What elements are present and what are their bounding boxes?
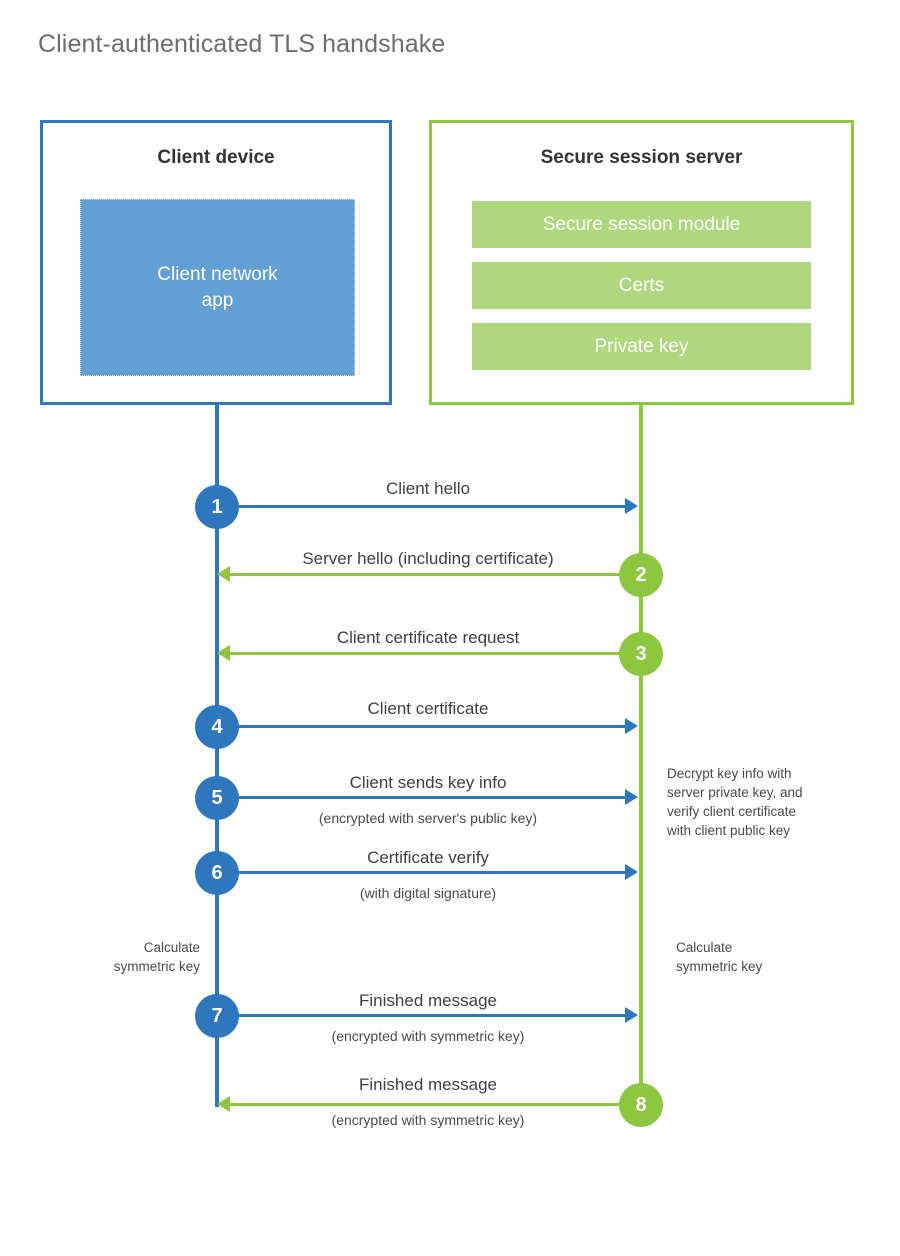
server-decrypt-note-line2: server private key, and: [667, 785, 803, 801]
step-6-arrow-head: [625, 864, 638, 880]
step-5-arrow-head: [625, 789, 638, 805]
step-7-arrow-line: [217, 1014, 625, 1017]
step-7-badge[interactable]: 7: [195, 994, 239, 1038]
client-calc-note-line1: Calculate: [143, 940, 200, 955]
step-8-sublabel: (encrypted with symmetric key): [331, 1112, 525, 1128]
step-2-label: Server hello (including certificate): [302, 549, 554, 568]
client-calc-note-line2: symmetric key: [113, 959, 200, 975]
step-6-label: Certificate verify: [367, 848, 489, 867]
step-3-arrow-head: [217, 645, 230, 661]
server-component-certs: Certs: [472, 262, 811, 309]
step-6-badge[interactable]: 6: [195, 851, 239, 895]
client-device-box: Client device Client network app: [40, 120, 392, 405]
page-title: Client-authenticated TLS handshake: [38, 30, 446, 58]
step-3-arrow-line: [230, 652, 625, 655]
server-decrypt-note-line3: verify client certificate: [667, 804, 797, 820]
step-1-badge[interactable]: 1: [195, 485, 239, 529]
server-decrypt-note-line1: Decrypt key info with: [667, 766, 792, 781]
server-decrypt-note-line4: with client public key: [667, 823, 791, 839]
client-device-title: Client device: [157, 147, 275, 168]
step-8-label: Finished message: [359, 1075, 497, 1094]
step-7-arrow-head: [625, 1007, 638, 1023]
step-1-arrow-head: [625, 498, 638, 514]
step-7-label: Finished message: [359, 991, 497, 1010]
step-6-arrow-line: [217, 871, 625, 874]
step-8-arrow-head: [217, 1096, 230, 1112]
step-8-badge[interactable]: 8: [619, 1083, 663, 1127]
server-lifeline: [639, 405, 643, 1107]
server-calculate-symmetric-key-note: Calculate symmetric key: [676, 938, 836, 976]
secure-session-server-box: Secure session server Secure session mod…: [429, 120, 854, 405]
step-4-badge[interactable]: 4: [195, 705, 239, 749]
step-3-badge[interactable]: 3: [619, 632, 663, 676]
step-4-arrow-head: [625, 718, 638, 734]
step-4-arrow-line: [217, 725, 625, 728]
server-component-secure-session-module: Secure session module: [472, 201, 811, 248]
client-app-label-line1: Client network: [157, 263, 278, 285]
step-2-arrow-line: [230, 573, 625, 576]
client-lifeline: [215, 405, 219, 1107]
server-calc-note-line2: symmetric key: [676, 959, 763, 975]
step-5-badge[interactable]: 5: [195, 776, 239, 820]
server-decrypt-note: Decrypt key info with server private key…: [667, 764, 857, 841]
step-5-sublabel: (encrypted with server's public key): [318, 810, 538, 826]
step-1-arrow-line: [217, 505, 625, 508]
step-3-label: Client certificate request: [336, 628, 520, 647]
step-7-sublabel: (encrypted with symmetric key): [331, 1028, 525, 1044]
step-5-label: Client sends key info: [349, 773, 507, 792]
server-calc-note-line1: Calculate: [676, 940, 733, 955]
step-1-label: Client hello: [385, 479, 471, 498]
server-component-private-key: Private key: [472, 323, 811, 370]
client-app-label-line2: app: [201, 289, 234, 311]
step-2-badge[interactable]: 2: [619, 553, 663, 597]
step-5-arrow-line: [217, 796, 625, 799]
step-6-sublabel: (with digital signature): [359, 885, 497, 901]
client-calculate-symmetric-key-note: Calculate symmetric key: [40, 938, 200, 976]
step-2-arrow-head: [217, 566, 230, 582]
client-network-app-block: Client network app: [80, 199, 355, 376]
step-4-label: Client certificate: [367, 699, 489, 718]
secure-session-server-title: Secure session server: [540, 147, 743, 168]
step-8-arrow-line: [230, 1103, 625, 1106]
